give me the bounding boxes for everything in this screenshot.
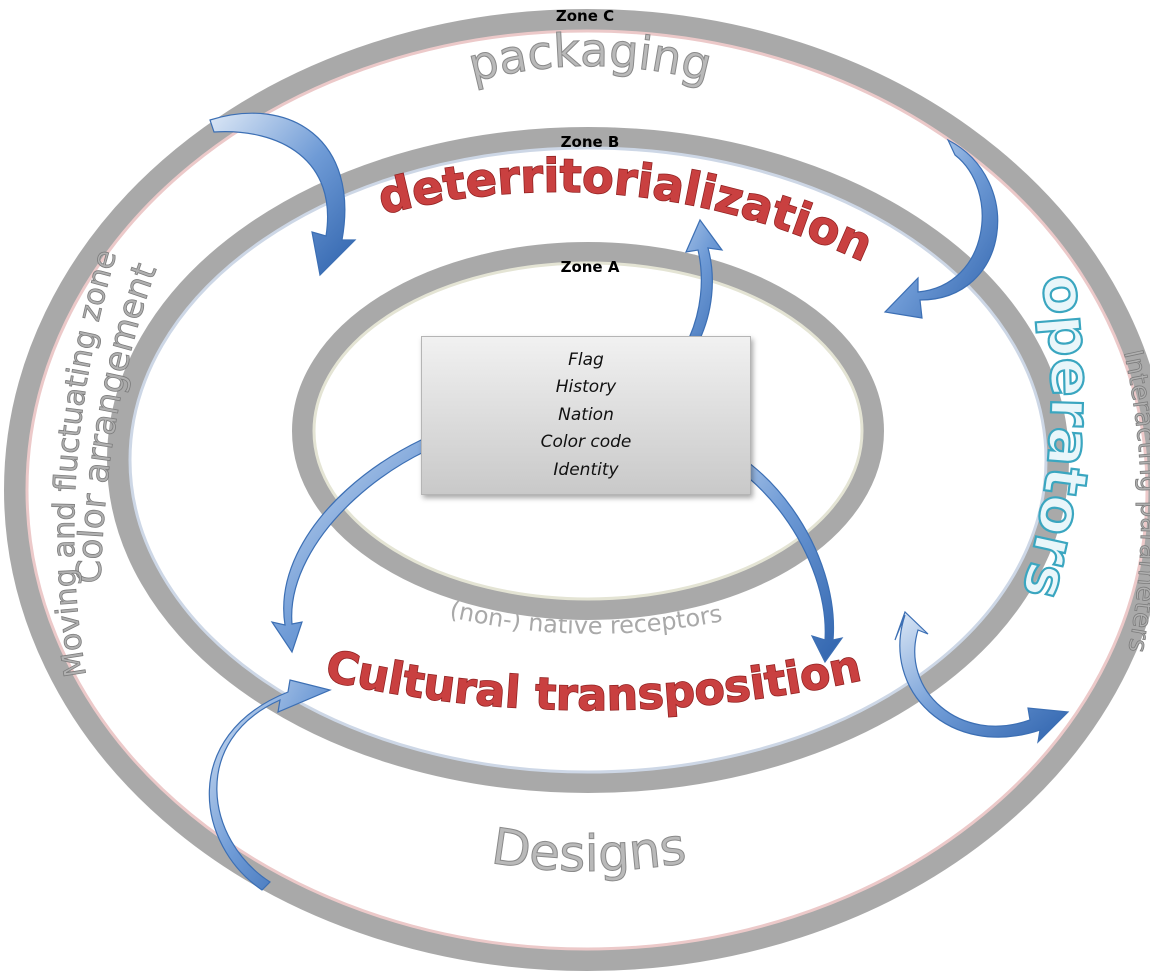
zone-b-label: Zone B	[561, 133, 620, 151]
core-values-box: Flag History Nation Color code Identity	[421, 336, 751, 495]
core-item-flag: Flag	[568, 349, 604, 370]
arrow-center-to-cultural-left	[270, 411, 511, 654]
interacting-parameters-label: Interacting parameters	[1117, 347, 1150, 655]
zone-a-ring	[292, 242, 884, 620]
core-item-nation: Nation	[558, 404, 614, 425]
arrow-packaging-to-operators	[883, 138, 999, 319]
arrow-designs-cultural	[208, 679, 332, 891]
core-item-identity: Identity	[553, 459, 619, 480]
cultural-transposition-label: Cultural transposition	[322, 641, 866, 721]
packaging-label: packaging	[463, 23, 717, 92]
arrows	[208, 112, 1070, 891]
designs-label: Designs	[488, 817, 689, 883]
zone-c-ring	[4, 9, 1150, 971]
arrow-operators-cultural	[894, 610, 1070, 744]
zone-a-label: Zone A	[561, 258, 620, 276]
zone-c-label: Zone C	[556, 7, 614, 25]
core-item-history: History	[555, 377, 617, 398]
core-item-color-code: Color code	[540, 432, 632, 453]
arrow-packaging-to-zone-b	[209, 112, 357, 277]
arrow-center-to-cultural-right	[671, 429, 844, 664]
zone-b-ring	[107, 127, 1069, 793]
